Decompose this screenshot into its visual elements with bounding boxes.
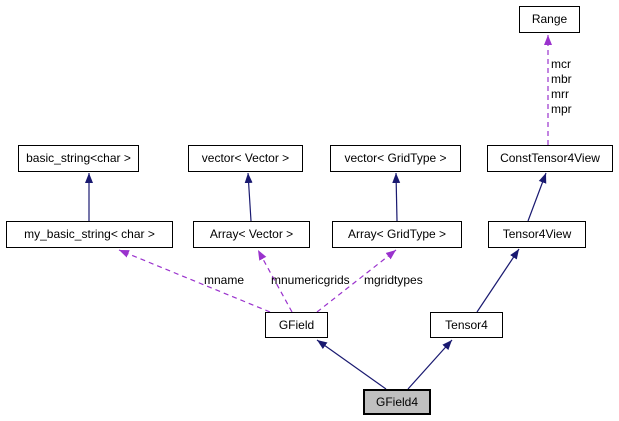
node-gfield[interactable]: GField <box>265 312 328 338</box>
node-tensor4view[interactable]: Tensor4View <box>488 221 586 248</box>
edge-array-gridtype-to-vector-gridtype <box>392 172 401 222</box>
edge-array-vector-to-vector-vector <box>244 172 253 222</box>
node-tensor4[interactable]: Tensor4 <box>430 312 503 338</box>
node-vector-gridtype[interactable]: vector< GridType > <box>330 145 461 172</box>
edge-label-mname: mname <box>204 273 245 287</box>
edge-tensor4view-to-consttensor4view <box>527 172 547 222</box>
edge-gfield-uses-array-vector <box>257 249 293 313</box>
edge-gfield4-to-tensor4 <box>407 339 453 390</box>
edge-gfield-uses-my-basic-string <box>118 249 271 313</box>
node-consttensor4view[interactable]: ConstTensor4View <box>487 145 613 172</box>
edge-label-mrr: mrr <box>551 87 569 101</box>
edge-label-mgridtypes: mgridtypes <box>364 273 423 287</box>
edge-gfield-uses-array-gridtype <box>316 249 397 313</box>
edge-tensor4-to-tensor4view <box>476 248 520 313</box>
edge-label-mbr: mbr <box>551 72 572 86</box>
node-my-basic-string[interactable]: my_basic_string< char > <box>6 221 173 248</box>
node-array-vector[interactable]: Array< Vector > <box>193 221 310 248</box>
node-array-gridtype[interactable]: Array< GridType > <box>332 221 462 248</box>
edge-label-mcr: mcr <box>551 57 571 71</box>
edge-label-mnumericgrids: mnumericgrids <box>271 273 350 287</box>
node-basic-string[interactable]: basic_string<char > <box>18 145 139 172</box>
node-vector-vector[interactable]: vector< Vector > <box>188 145 303 172</box>
node-gfield4-current: GField4 <box>363 389 431 415</box>
edge-label-mpr: mpr <box>551 102 572 116</box>
node-range[interactable]: Range <box>519 6 580 33</box>
edge-gfield4-to-gfield <box>316 339 387 390</box>
